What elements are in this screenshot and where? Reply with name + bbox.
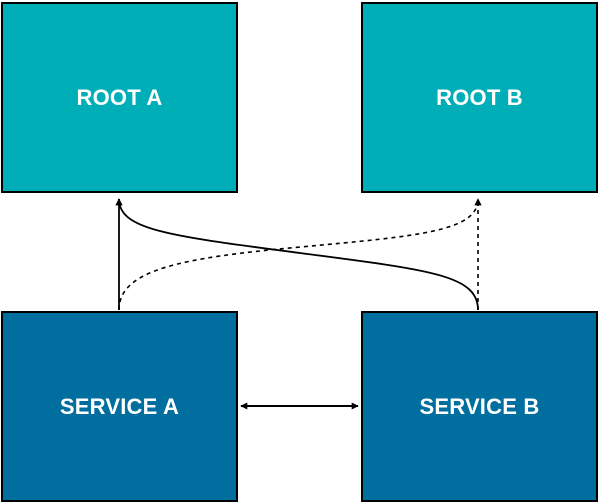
edge-service-a-root-b <box>118 198 482 311</box>
root-a-label: ROOT A <box>76 84 163 110</box>
service-b-label: SERVICE B <box>419 393 540 419</box>
service-b-node: SERVICE B <box>361 311 598 502</box>
service-a-label: SERVICE A <box>59 393 180 419</box>
root-b-label: ROOT B <box>436 84 523 110</box>
edge-service-b-root-a <box>115 198 479 311</box>
root-b-node: ROOT B <box>361 2 598 193</box>
root-a-node: ROOT A <box>1 2 238 193</box>
service-a-node: SERVICE A <box>1 311 238 502</box>
